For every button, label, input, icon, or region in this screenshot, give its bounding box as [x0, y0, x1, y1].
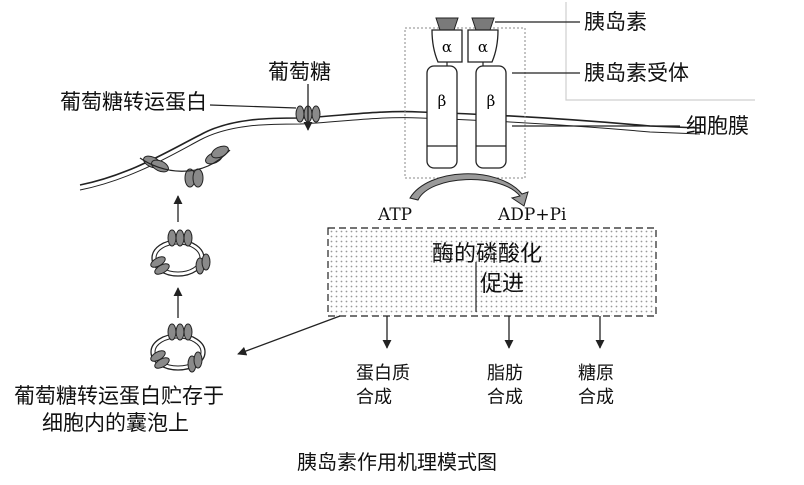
receptor-region-box [404, 27, 526, 179]
transporter-subunit [167, 229, 177, 247]
vesicle-storage-line2: 细胞内的囊泡上 [42, 411, 189, 435]
protein-synthesis-label: 蛋白质合成 [356, 363, 410, 404]
enzyme-phosphorylation-line1: 酶的磷酸化 [431, 242, 542, 267]
diagram-caption: 胰岛素作用机理模式图 [297, 450, 497, 474]
cell-membrane-inner-line [79, 117, 701, 191]
transporter-subunit [201, 253, 211, 271]
transporter-subunit [175, 323, 185, 341]
alpha-subunit-right [467, 29, 499, 63]
insulin-molecule-right [471, 17, 495, 31]
fusion-membrane [139, 149, 231, 172]
glucose-transporter-label: 葡萄糖转运蛋白 [60, 90, 207, 114]
beta-subunit-left [426, 65, 458, 169]
beta-label-right: β [487, 92, 496, 110]
membrane-glucose-transporter [295, 105, 321, 123]
glucose-label: 葡萄糖 [268, 60, 331, 84]
transporter-subunit [193, 351, 203, 369]
transporter-subunit [192, 168, 204, 188]
insulin-label: 胰岛素 [584, 10, 647, 34]
insulin-receptor-label: 胰岛素受体 [584, 61, 689, 85]
enzyme-phosphorylation-box [327, 227, 657, 317]
transporter-subunit [175, 229, 185, 247]
glycogen-synthesis-label: 糖原合成 [578, 363, 614, 404]
insulin-molecule-left [435, 17, 459, 31]
alpha-label-left: α [442, 38, 452, 56]
transporter-subunit [167, 323, 177, 341]
cell-membrane-line [79, 110, 701, 186]
transporter-subunit [183, 323, 193, 341]
beta-subunit-right [475, 65, 507, 169]
transporter-subunit [295, 105, 305, 123]
fat-synthesis-label: 脂肪合成 [487, 363, 523, 404]
upper-vesicle [150, 229, 211, 277]
enzyme-phosphorylation-line2: 促进 [480, 272, 525, 297]
beta-label-left: β [438, 92, 447, 110]
transporter-subunit [183, 229, 193, 247]
vesicle-storage-line1: 葡萄糖转运蛋白贮存于 [14, 384, 224, 408]
corner-bracket [565, 2, 755, 101]
alpha-subunit-left [431, 29, 463, 63]
box-to-vesicle-arrow [237, 315, 341, 356]
fusing-transporters [139, 145, 231, 188]
transporter-subunit [311, 105, 321, 123]
adp-pi-label: ADP+Pi [498, 205, 567, 225]
transporter-leader [209, 104, 297, 109]
cell-membrane-label: 细胞膜 [686, 114, 749, 138]
transporter-subunit [154, 263, 170, 275]
atp-label: ATP [378, 205, 413, 225]
atp-adp-arrow [409, 173, 529, 207]
lower-vesicle [150, 323, 206, 373]
alpha-label-right: α [478, 38, 488, 56]
transporter-subunit [154, 357, 170, 369]
